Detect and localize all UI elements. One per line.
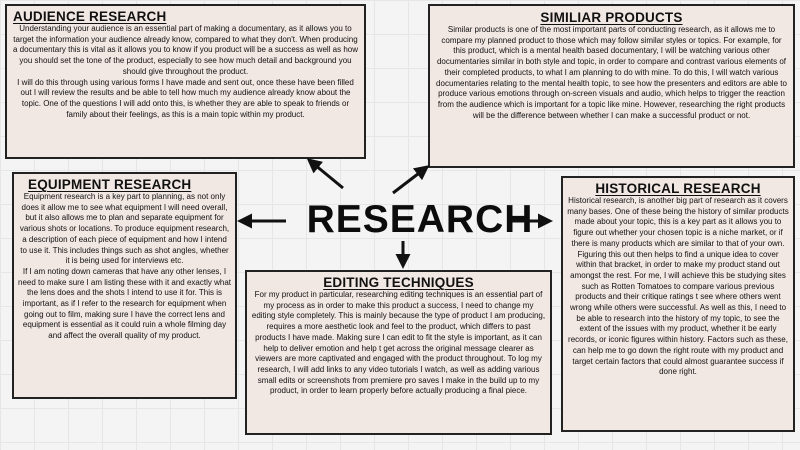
similar-products-body: Similar products is one of the most impo… [436, 25, 787, 120]
historical-research-heading: HISTORICAL RESEARCH [595, 181, 761, 196]
historical-research-box: HISTORICAL RESEARCH Historical research,… [561, 176, 795, 432]
arrow-to-audience [306, 158, 344, 190]
audience-research-box: AUDIENCE RESEARCH Understanding your aud… [5, 4, 366, 159]
similar-products-box: SIMILIAR PRODUCTS Similar products is on… [428, 4, 795, 168]
equipment-research-box: EQUIPMENT RESEARCH Equipment research is… [12, 172, 237, 399]
similar-products-heading: SIMILIAR PRODUCTS [540, 10, 683, 25]
editing-techniques-heading: EDITING TECHNIQUES [323, 275, 474, 290]
arrow-to-similar [392, 165, 430, 195]
research-title: RESEARCH [306, 198, 534, 241]
equipment-research-heading: EQUIPMENT RESEARCH [28, 177, 192, 192]
editing-techniques-box: EDITING TECHNIQUES For my product in par… [245, 270, 552, 435]
audience-research-heading: AUDIENCE RESEARCH [13, 9, 167, 24]
audience-research-body: Understanding your audience is an essent… [12, 24, 359, 119]
equipment-research-body: Equipment research is a key part to plan… [18, 192, 231, 341]
historical-research-body: Historical research, is another big part… [567, 196, 789, 377]
editing-techniques-body: For my product in particular, researchin… [251, 290, 546, 396]
